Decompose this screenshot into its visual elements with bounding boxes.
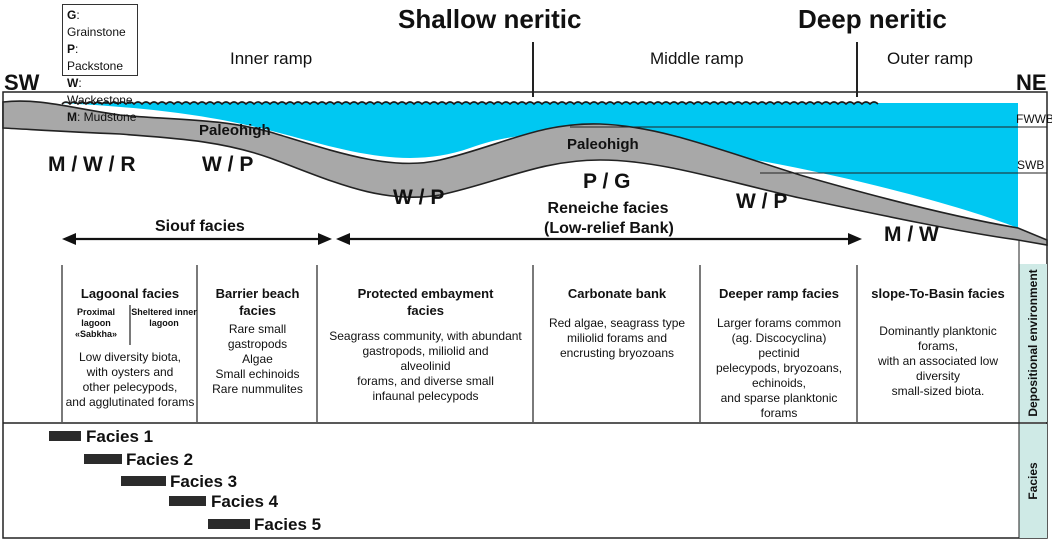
- legend-row-wackestone: W: Wackestone: [67, 76, 133, 107]
- barrier-desc-1: Rare small gastropods: [227, 322, 288, 351]
- deeper-desc-6: and sparse planktonic forams: [720, 391, 838, 420]
- lagoon-sub-proximal-2: «Sabkha»: [74, 329, 118, 339]
- embayment-desc-2: gastropods, miliolid and: [362, 344, 489, 358]
- facies-bar-5: [208, 519, 250, 529]
- lithology-wp-inner: W / P: [202, 153, 254, 176]
- lagoon-sub-proximal-1: Proximal lagoon: [76, 307, 116, 328]
- embayment-title-1: Protected embayment: [357, 286, 494, 301]
- legend-row-packstone: P: Packstone: [67, 42, 124, 73]
- col-carbonate-bank: Carbonate bank Red algae, seagrass type …: [534, 285, 700, 361]
- col-embayment: Protected embayment facies Seagrass comm…: [318, 285, 533, 404]
- compass-sw: SW: [4, 70, 40, 95]
- lithology-mwr: M / W / R: [48, 153, 136, 176]
- embayment-desc-5: infaunal pelecypods: [372, 389, 479, 403]
- col-barrier: Barrier beach facies Rare small gastropo…: [198, 285, 317, 397]
- header-outer-ramp: Outer ramp: [887, 49, 973, 68]
- facies-4-label: Facies 4: [211, 492, 279, 511]
- slope-desc-2: with an associated low diversity: [877, 354, 999, 383]
- swb-label: SWB: [1017, 158, 1045, 172]
- paleohigh-left-label: Paleohigh: [199, 122, 271, 139]
- legend-row-grainstone: G: Grainstone: [67, 8, 126, 39]
- deeper-title: Deeper ramp facies: [719, 286, 839, 301]
- barrier-title-2: facies: [239, 303, 276, 318]
- slope-title: slope-To-Basin facies: [871, 286, 1005, 301]
- lithology-legend: G: Grainstone P: Packstone W: Wackestone…: [62, 4, 138, 124]
- col-lagoonal: Lagoonal facies: [63, 285, 197, 302]
- facies-side-label: Facies: [1026, 462, 1040, 500]
- facies-bar-4: [169, 496, 206, 506]
- facies-bar-3: [121, 476, 166, 486]
- reneiche-arrow: [336, 233, 862, 245]
- embayment-desc-3: alveolinid: [400, 359, 451, 373]
- depositional-environment-label: Depositional environment: [1026, 269, 1040, 417]
- siouf-facies-label: Siouf facies: [155, 218, 245, 235]
- reneiche-facies-label: Reneiche facies (Low-relief Bank): [544, 199, 674, 239]
- slope-desc-1: Dominantly planktonic forams,: [879, 324, 997, 353]
- embayment-title-2: facies: [407, 303, 444, 318]
- lagoon-sub-sheltered-2: lagoon: [149, 318, 179, 328]
- facies-3-label: Facies 3: [170, 472, 238, 491]
- lagoonal-desc-1: Low diversity biota,: [78, 350, 182, 364]
- facies-5-label: Facies 5: [254, 515, 322, 534]
- facies-bar-1: [49, 431, 81, 441]
- header-deep-neritic: Deep neritic: [798, 4, 947, 34]
- lithology-wp-embayment: W / P: [393, 186, 445, 209]
- deeper-desc-4: pelecypods, bryozoans,: [715, 361, 843, 375]
- col-slope-basin: slope-To-Basin facies Dominantly plankto…: [858, 285, 1018, 399]
- lagoonal-title: Lagoonal facies: [80, 286, 180, 301]
- deeper-desc-3: pectinid: [758, 346, 800, 360]
- compass-ne: NE: [1016, 70, 1047, 95]
- lithology-pg: P / G: [583, 170, 631, 193]
- lagoonal-desc-3: other pelecypods,: [82, 380, 178, 394]
- barrier-desc-4: Rare nummulites: [212, 382, 303, 396]
- deeper-desc-5: echinoids,: [751, 376, 807, 390]
- paleohigh-right-label: Paleohigh: [567, 136, 639, 153]
- reneiche-facies-line-2: (Low-relief Bank): [544, 220, 674, 237]
- deeper-desc-1: Larger forams common: [716, 316, 842, 330]
- carbonate-desc-2: miliolid forams and: [566, 331, 668, 345]
- barrier-desc-3: Small echinoids: [215, 367, 300, 381]
- carbonate-desc-1: Red algae, seagrass type: [548, 316, 686, 330]
- slope-desc-3: small-sized biota.: [891, 384, 985, 398]
- side-box-facies: [1019, 424, 1047, 538]
- header-middle-ramp: Middle ramp: [650, 49, 744, 68]
- barrier-desc-2: Algae: [242, 352, 273, 366]
- fwwb-label: FWWB: [1016, 112, 1052, 126]
- carbonate-desc-3: encrusting bryozoans: [559, 346, 675, 360]
- col-deeper-ramp: Deeper ramp facies Larger forams common …: [701, 285, 857, 421]
- carbonate-title: Carbonate bank: [567, 286, 667, 301]
- side-label-depositional: Depositional environment: [1019, 264, 1047, 422]
- facies-bar-2: [84, 454, 122, 464]
- sediment-band: [2, 100, 1048, 246]
- lagoonal-desc-2: with oysters and: [86, 365, 174, 379]
- reneiche-facies-line-1: Reneiche facies: [547, 200, 669, 217]
- deeper-desc-2: (ag. Discocyclina): [731, 331, 827, 345]
- legend-row-mudstone: M: Mudstone: [67, 110, 137, 124]
- header-inner-ramp: Inner ramp: [230, 49, 313, 68]
- lithology-mw: M / W: [884, 223, 939, 246]
- water-surface: [61, 101, 879, 106]
- lithology-wp-deeper: W / P: [736, 190, 788, 213]
- barrier-title-1: Barrier beach: [215, 286, 300, 301]
- embayment-desc-4: forams, and diverse small: [357, 374, 494, 388]
- facies-1-label: Facies 1: [86, 427, 154, 446]
- side-label-facies: Facies: [1019, 424, 1047, 538]
- siouf-arrow: [62, 233, 332, 245]
- lagoonal-description: Low diversity biota, with oysters and ot…: [63, 350, 197, 410]
- header-shallow-neritic: Shallow neritic: [398, 4, 582, 34]
- lagoon-sub-sheltered-1: Sheltered inner: [131, 307, 197, 317]
- lagoon-sub-proximal: Proximal lagoon «Sabkha»: [63, 307, 129, 340]
- embayment-desc-1: Seagrass community, with abundant: [329, 329, 522, 343]
- side-box-depositional: [1019, 264, 1047, 422]
- lagoonal-desc-4: and agglutinated forams: [65, 395, 195, 409]
- lagoon-sub-sheltered: Sheltered inner lagoon: [131, 307, 197, 329]
- water-body: [62, 103, 1018, 228]
- facies-2-label: Facies 2: [126, 450, 194, 469]
